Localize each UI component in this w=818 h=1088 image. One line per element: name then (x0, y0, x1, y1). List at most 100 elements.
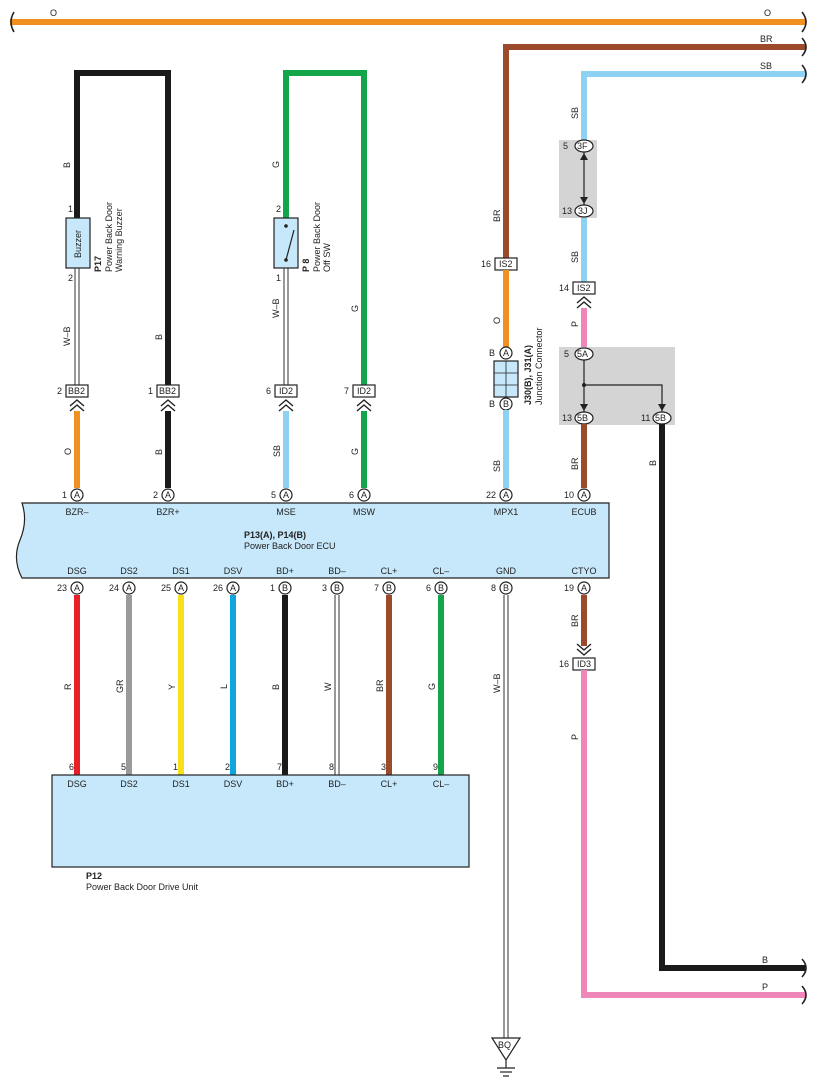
ecu-top-pin-conn: A (503, 490, 509, 500)
ecu-top-pin-conn: A (74, 490, 80, 500)
switch-desc1: Power Back Door (312, 202, 322, 272)
wire-label-gnd: W–B (492, 673, 502, 693)
junction-3f-arrow-up (580, 153, 588, 160)
wire-break-b-bottom (801, 958, 807, 978)
connector-is2-b (572, 281, 596, 295)
wire-break-left (10, 11, 15, 33)
ecu-bottom-pin-num: 6 (426, 583, 431, 593)
connector-3j-name: 3J (578, 206, 588, 216)
drive-pin-num: 5 (121, 762, 126, 772)
ecu-bottom-pin-num: 24 (109, 583, 119, 593)
ecu-bottom-pin-name: CL– (433, 566, 450, 576)
ecu-bottom-pin-name: GND (496, 566, 517, 576)
junction-pin-a (499, 346, 513, 360)
connector-bb2-a-name: BB2 (68, 386, 85, 396)
wire-label-ds1: Y (167, 684, 177, 690)
connector-bb2-a (65, 384, 89, 398)
ecu-bottom-pin-num: 3 (322, 583, 327, 593)
junction-id: J30(B), J31(A) (523, 345, 533, 405)
wire-label-bzr-plus-low: B (154, 449, 164, 455)
ecu-desc: Power Back Door ECU (244, 541, 336, 551)
drive-pin-num: 6 (69, 762, 74, 772)
junction-left-a: B (489, 348, 495, 358)
wire-label-buzzer-in: B (62, 162, 72, 168)
ecu-bottom-pin-name: CTYO (571, 566, 596, 576)
wire-sb-top (581, 71, 806, 140)
wire-label-mpx-br: BR (492, 209, 502, 222)
wire-label-ecub-p: P (570, 321, 580, 327)
buzzer-text: Buzzer (73, 230, 83, 258)
switch-id: P 8 (301, 259, 311, 272)
ecu-bottom-pin-conn: A (126, 583, 132, 593)
wire-break-sb (801, 64, 807, 84)
chevron-id2-a (278, 399, 294, 412)
ecu-top-pin-marker (357, 488, 371, 502)
drive-pin-num: 2 (225, 762, 230, 772)
drive-pin-name: DS1 (172, 779, 190, 789)
wire-label-p-bottom: P (762, 982, 768, 992)
switch-pin-bot: 1 (276, 273, 281, 283)
ecu-bottom-pin-conn: B (282, 583, 288, 593)
drive-pin-num: 3 (381, 762, 386, 772)
ecu-top-pin-conn: A (581, 490, 587, 500)
buzzer-desc1: Power Back Door (104, 202, 114, 272)
ecu-bottom-pin-marker (226, 581, 240, 595)
ecu-top-pin-name: MSW (353, 507, 376, 517)
wire-label-b-right: B (648, 460, 658, 466)
ecu-top-pin-name: MSE (276, 507, 296, 517)
wire-label-bdm: W (323, 682, 333, 691)
wire-label-dsv: L (219, 684, 229, 689)
drive-pin-name: BD+ (276, 779, 294, 789)
drive-pin-num: 1 (173, 762, 178, 772)
wire-label-ecub-sb1: SB (570, 107, 580, 119)
ecu-bottom-pin-marker (434, 581, 448, 595)
chevron-bb2-b (160, 399, 176, 412)
wire-label-o-left: O (50, 8, 57, 18)
drive-pin-name: DS2 (120, 779, 138, 789)
junction-5a-branch (584, 384, 663, 412)
connector-3f-name: 3F (577, 141, 588, 151)
ecu-top-pin-marker (577, 488, 591, 502)
ecu-top-pin-num: 5 (271, 490, 276, 500)
ecu-bottom-pin-conn: A (178, 583, 184, 593)
wire-label-o-right: O (764, 8, 771, 18)
connector-3j-pin: 13 (562, 206, 572, 216)
wire-label-cty-p: P (570, 734, 580, 740)
ecu-bottom-pin-name: DSG (67, 566, 87, 576)
ecu-bottom-pin-conn: B (334, 583, 340, 593)
ecu-top-pin-marker (70, 488, 84, 502)
ecu-bottom-pin-marker (122, 581, 136, 595)
connector-id2-a-name: ID2 (279, 386, 293, 396)
junction-pin-b-label: B (503, 399, 509, 409)
wire-label-b-bottom: B (762, 955, 768, 965)
drive-pin-name: CL– (433, 779, 450, 789)
ecu-bottom-pin-name: DS1 (172, 566, 190, 576)
connector-is2-b-pin: 14 (559, 283, 569, 293)
connector-bb2-b-name: BB2 (159, 386, 176, 396)
drive-pin-name: DSG (67, 779, 87, 789)
ground-symbol (490, 1037, 522, 1062)
ecu-bottom-pin-conn: B (386, 583, 392, 593)
drive-unit-desc: Power Back Door Drive Unit (86, 882, 199, 892)
buzzer-pin-top: 1 (68, 204, 73, 214)
chevron-is2-b (576, 296, 592, 309)
wire-label-mse: SB (272, 445, 282, 457)
wire-label-ds2: GR (115, 679, 125, 693)
ecu-bottom-pin-num: 19 (564, 583, 574, 593)
connector-id2-a (274, 384, 298, 398)
connector-is2-b-name: IS2 (577, 283, 591, 293)
ecu-top-pin-name: BZR+ (156, 507, 179, 517)
buzzer-pin-bot: 2 (68, 273, 73, 283)
switch-pin-top: 2 (276, 204, 281, 214)
connector-5b-left-name: 5B (577, 413, 588, 423)
buzzer-component (65, 217, 91, 269)
connector-id2-b-pin: 7 (344, 386, 349, 396)
drive-pin-name: BD– (328, 779, 346, 789)
ecu-bottom-pins: DSGA23DS2A24DS1A25DSVA26BD+B1BD–B3CL+B7C… (57, 566, 597, 595)
wire-label-msw-low: G (350, 448, 360, 455)
ecu-top-pin-conn: A (361, 490, 367, 500)
wire-break-br (801, 37, 807, 57)
wire-switch-loop (283, 70, 367, 385)
drive-pin-num: 7 (277, 762, 282, 772)
